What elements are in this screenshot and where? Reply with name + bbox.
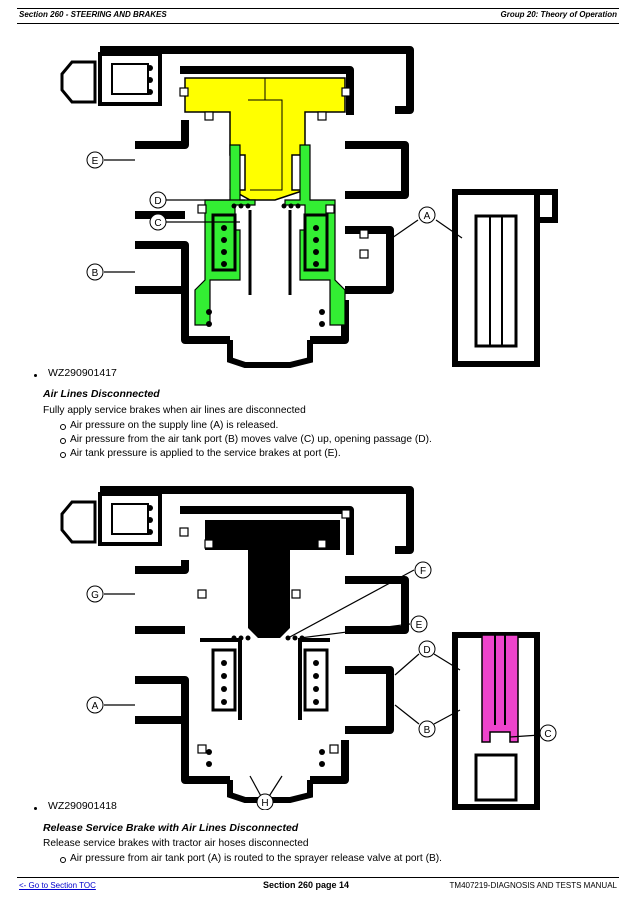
- svg-text:D: D: [423, 645, 430, 656]
- svg-text:B: B: [424, 725, 431, 736]
- list-item: Air pressure from the air tank port (B) …: [60, 433, 432, 447]
- callout-f: F: [414, 561, 432, 579]
- callout-e: E: [410, 615, 428, 633]
- svg-text:G: G: [91, 590, 99, 601]
- section-title: Section 260 - STEERING AND BRAKES: [19, 10, 167, 19]
- svg-text:E: E: [416, 620, 423, 631]
- list-item: Air pressure on the supply line (A) is r…: [60, 419, 432, 433]
- spring-assembly-2: [200, 638, 330, 720]
- section-heading-2: Release Service Brake with Air Lines Dis…: [43, 822, 299, 834]
- list-item: Air tank pressure is applied to the serv…: [60, 447, 432, 461]
- page-footer: <- Go to Section TOC Section 260 page 14…: [17, 877, 619, 892]
- svg-text:B: B: [92, 268, 99, 279]
- bullet-list-2: Air pressure from air tank port (A) is r…: [60, 852, 442, 866]
- callout-c: C: [539, 724, 557, 742]
- exhaust-port: [227, 340, 313, 368]
- group-title: Group 20: Theory of Operation: [500, 10, 617, 19]
- callout-b: B: [86, 263, 104, 281]
- figure-release-service-brake: G F E D A B C H: [60, 486, 557, 810]
- svg-text:A: A: [92, 701, 99, 712]
- svg-text:E: E: [92, 156, 99, 167]
- page-number: Section 260 page 14: [263, 880, 350, 890]
- svg-text:D: D: [154, 196, 161, 207]
- end-cap: [60, 52, 162, 106]
- end-cap-2: [60, 492, 162, 546]
- piston: [205, 520, 340, 638]
- callout-d: D: [418, 640, 436, 658]
- valve-body: [100, 46, 414, 344]
- list-item: Air pressure from air tank port (A) is r…: [60, 852, 442, 866]
- page-header: Section 260 - STEERING AND BRAKES Group …: [17, 8, 619, 24]
- callout-c: C: [149, 213, 167, 231]
- section-intro-2: Release service brakes with tractor air …: [43, 838, 309, 849]
- figure-air-lines-disconnected: E D C B A: [60, 46, 558, 368]
- toc-link[interactable]: <- Go to Section TOC: [19, 881, 96, 890]
- spring-assembly: [211, 210, 329, 295]
- callout-b: B: [418, 720, 436, 738]
- side-valve: [452, 189, 558, 367]
- manual-title: TM407219-DIAGNOSIS AND TESTS MANUAL: [449, 881, 617, 890]
- bullet-list-1: Air pressure on the supply line (A) is r…: [60, 419, 432, 461]
- svg-text:A: A: [424, 211, 431, 222]
- svg-text:F: F: [420, 566, 426, 577]
- callout-h: H: [256, 793, 274, 810]
- green-passage: [194, 144, 346, 326]
- callout-a: A: [418, 206, 436, 224]
- section-heading-1: Air Lines Disconnected: [43, 388, 160, 400]
- svg-text:C: C: [154, 218, 161, 229]
- svg-text:C: C: [544, 729, 551, 740]
- callout-g: G: [86, 585, 104, 603]
- callout-d: D: [149, 191, 167, 209]
- callout-e: E: [86, 151, 104, 169]
- callout-a: A: [86, 696, 104, 714]
- release-valve: [452, 632, 540, 810]
- svg-text:H: H: [261, 798, 268, 809]
- section-intro-1: Fully apply service brakes when air line…: [43, 405, 306, 416]
